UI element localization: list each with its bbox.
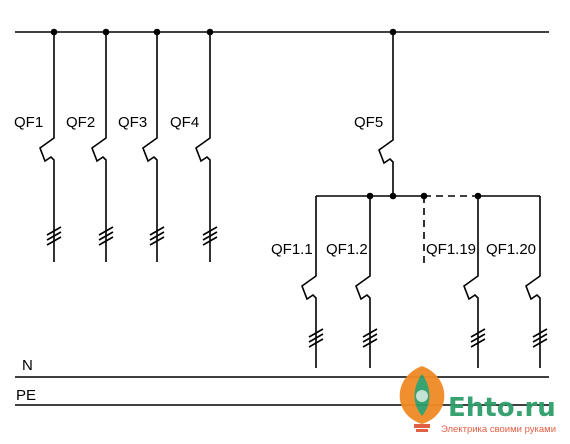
breaker-qf4: QF4	[170, 28, 218, 262]
breaker-qf1-20-label: QF1.20	[486, 241, 536, 258]
neutral-bus: N	[15, 357, 549, 378]
breaker-qf4-label: QF4	[170, 114, 199, 131]
neutral-bus-label: N	[22, 357, 33, 374]
breaker-qf3-label: QF3	[118, 114, 147, 131]
breaker-qf1: QF1	[14, 28, 62, 262]
breaker-qf5: QF5	[354, 28, 397, 196]
breaker-qf1-1-label: QF1.1	[271, 241, 313, 258]
breaker-qf5-label: QF5	[354, 114, 383, 131]
breaker-qf1-1: QF1.1	[271, 196, 324, 368]
ehto-watermark: Ehto.ru Электрика своими руками	[399, 366, 556, 435]
bulb-logo-icon	[399, 366, 445, 432]
watermark-tagline: Электрика своими руками	[441, 424, 556, 435]
pe-bus: PE	[15, 387, 549, 406]
pe-bus-label: PE	[16, 387, 36, 404]
breaker-qf1-2-label: QF1.2	[326, 241, 368, 258]
watermark-brand: Ehto.ru	[448, 393, 556, 423]
breaker-qf1-2: QF1.2	[326, 196, 378, 368]
breaker-qf2: QF2	[66, 28, 114, 262]
breaker-qf1-label: QF1	[14, 114, 43, 131]
breaker-qf1-19: QF1.19	[426, 196, 486, 368]
breaker-qf1-19-label: QF1.19	[426, 241, 476, 258]
breaker-qf2-label: QF2	[66, 114, 95, 131]
breaker-qf3: QF3	[118, 28, 165, 262]
breaker-qf1-20: QF1.20	[486, 196, 548, 368]
